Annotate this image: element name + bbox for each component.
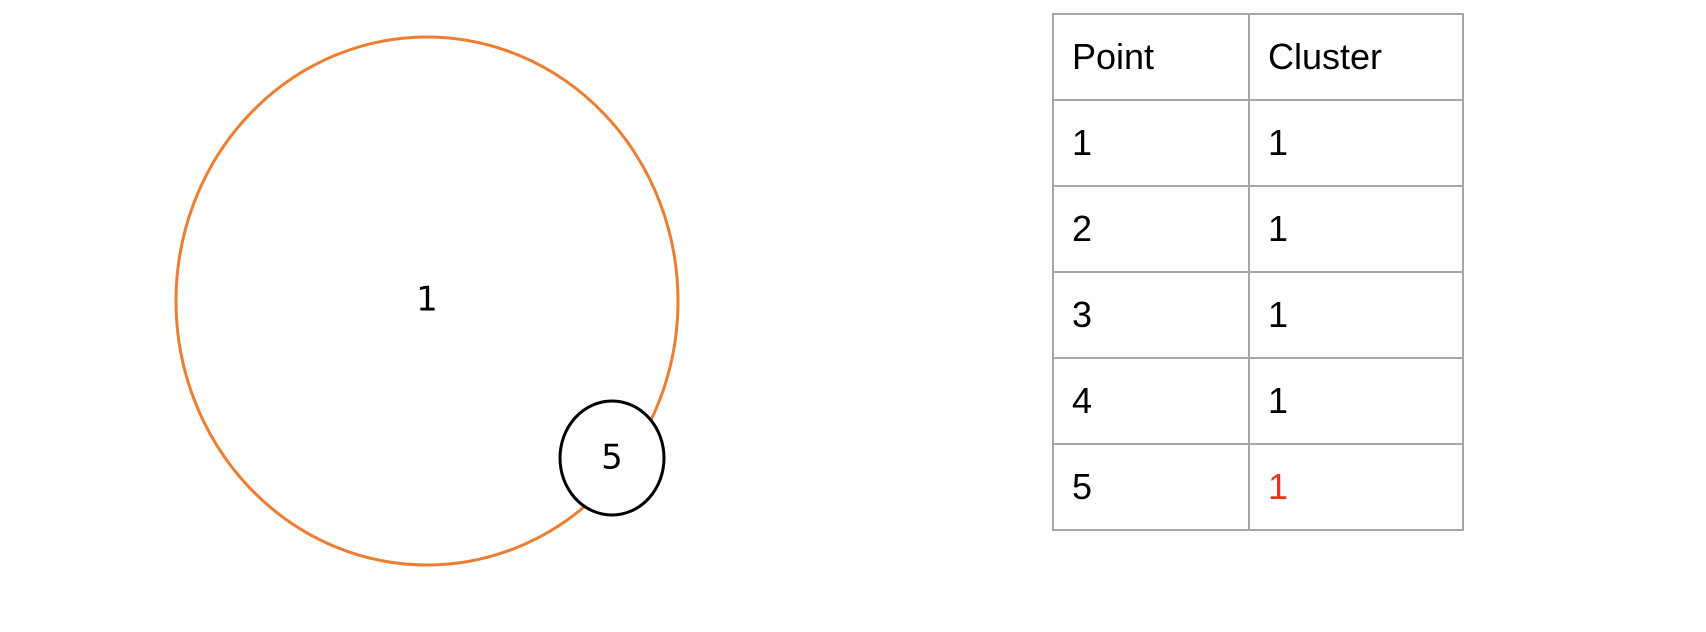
- cluster-1-circle: [174, 35, 680, 567]
- table-row: 4 1: [1052, 357, 1464, 445]
- cluster-cell: 1: [1248, 271, 1464, 359]
- point-5-label: 5: [601, 438, 623, 478]
- point-cell: 2: [1052, 185, 1250, 273]
- header-cluster: Cluster: [1248, 13, 1464, 101]
- table-row: 1 1: [1052, 99, 1464, 187]
- cluster-cell: 1: [1248, 185, 1464, 273]
- table-row: 5 1: [1052, 443, 1464, 531]
- point-cell: 3: [1052, 271, 1250, 359]
- table-row: 2 1: [1052, 185, 1464, 273]
- point-cell: 4: [1052, 357, 1250, 445]
- point-cell: 1: [1052, 99, 1250, 187]
- cluster-cell: 1: [1248, 99, 1464, 187]
- header-point: Point: [1052, 13, 1250, 101]
- point-cell: 5: [1052, 443, 1250, 531]
- table-header-row: Point Cluster: [1052, 13, 1464, 101]
- cluster-cell: 1: [1248, 357, 1464, 445]
- table-row: 3 1: [1052, 271, 1464, 359]
- cluster-1-label: 1: [416, 280, 438, 320]
- cluster-diagram: 1 5: [174, 35, 680, 567]
- point-5-circle: [558, 399, 666, 517]
- cluster-cell: 1: [1248, 443, 1464, 531]
- point-cluster-table: Point Cluster 1 1 2 1 3 1 4 1 5 1: [1052, 13, 1464, 531]
